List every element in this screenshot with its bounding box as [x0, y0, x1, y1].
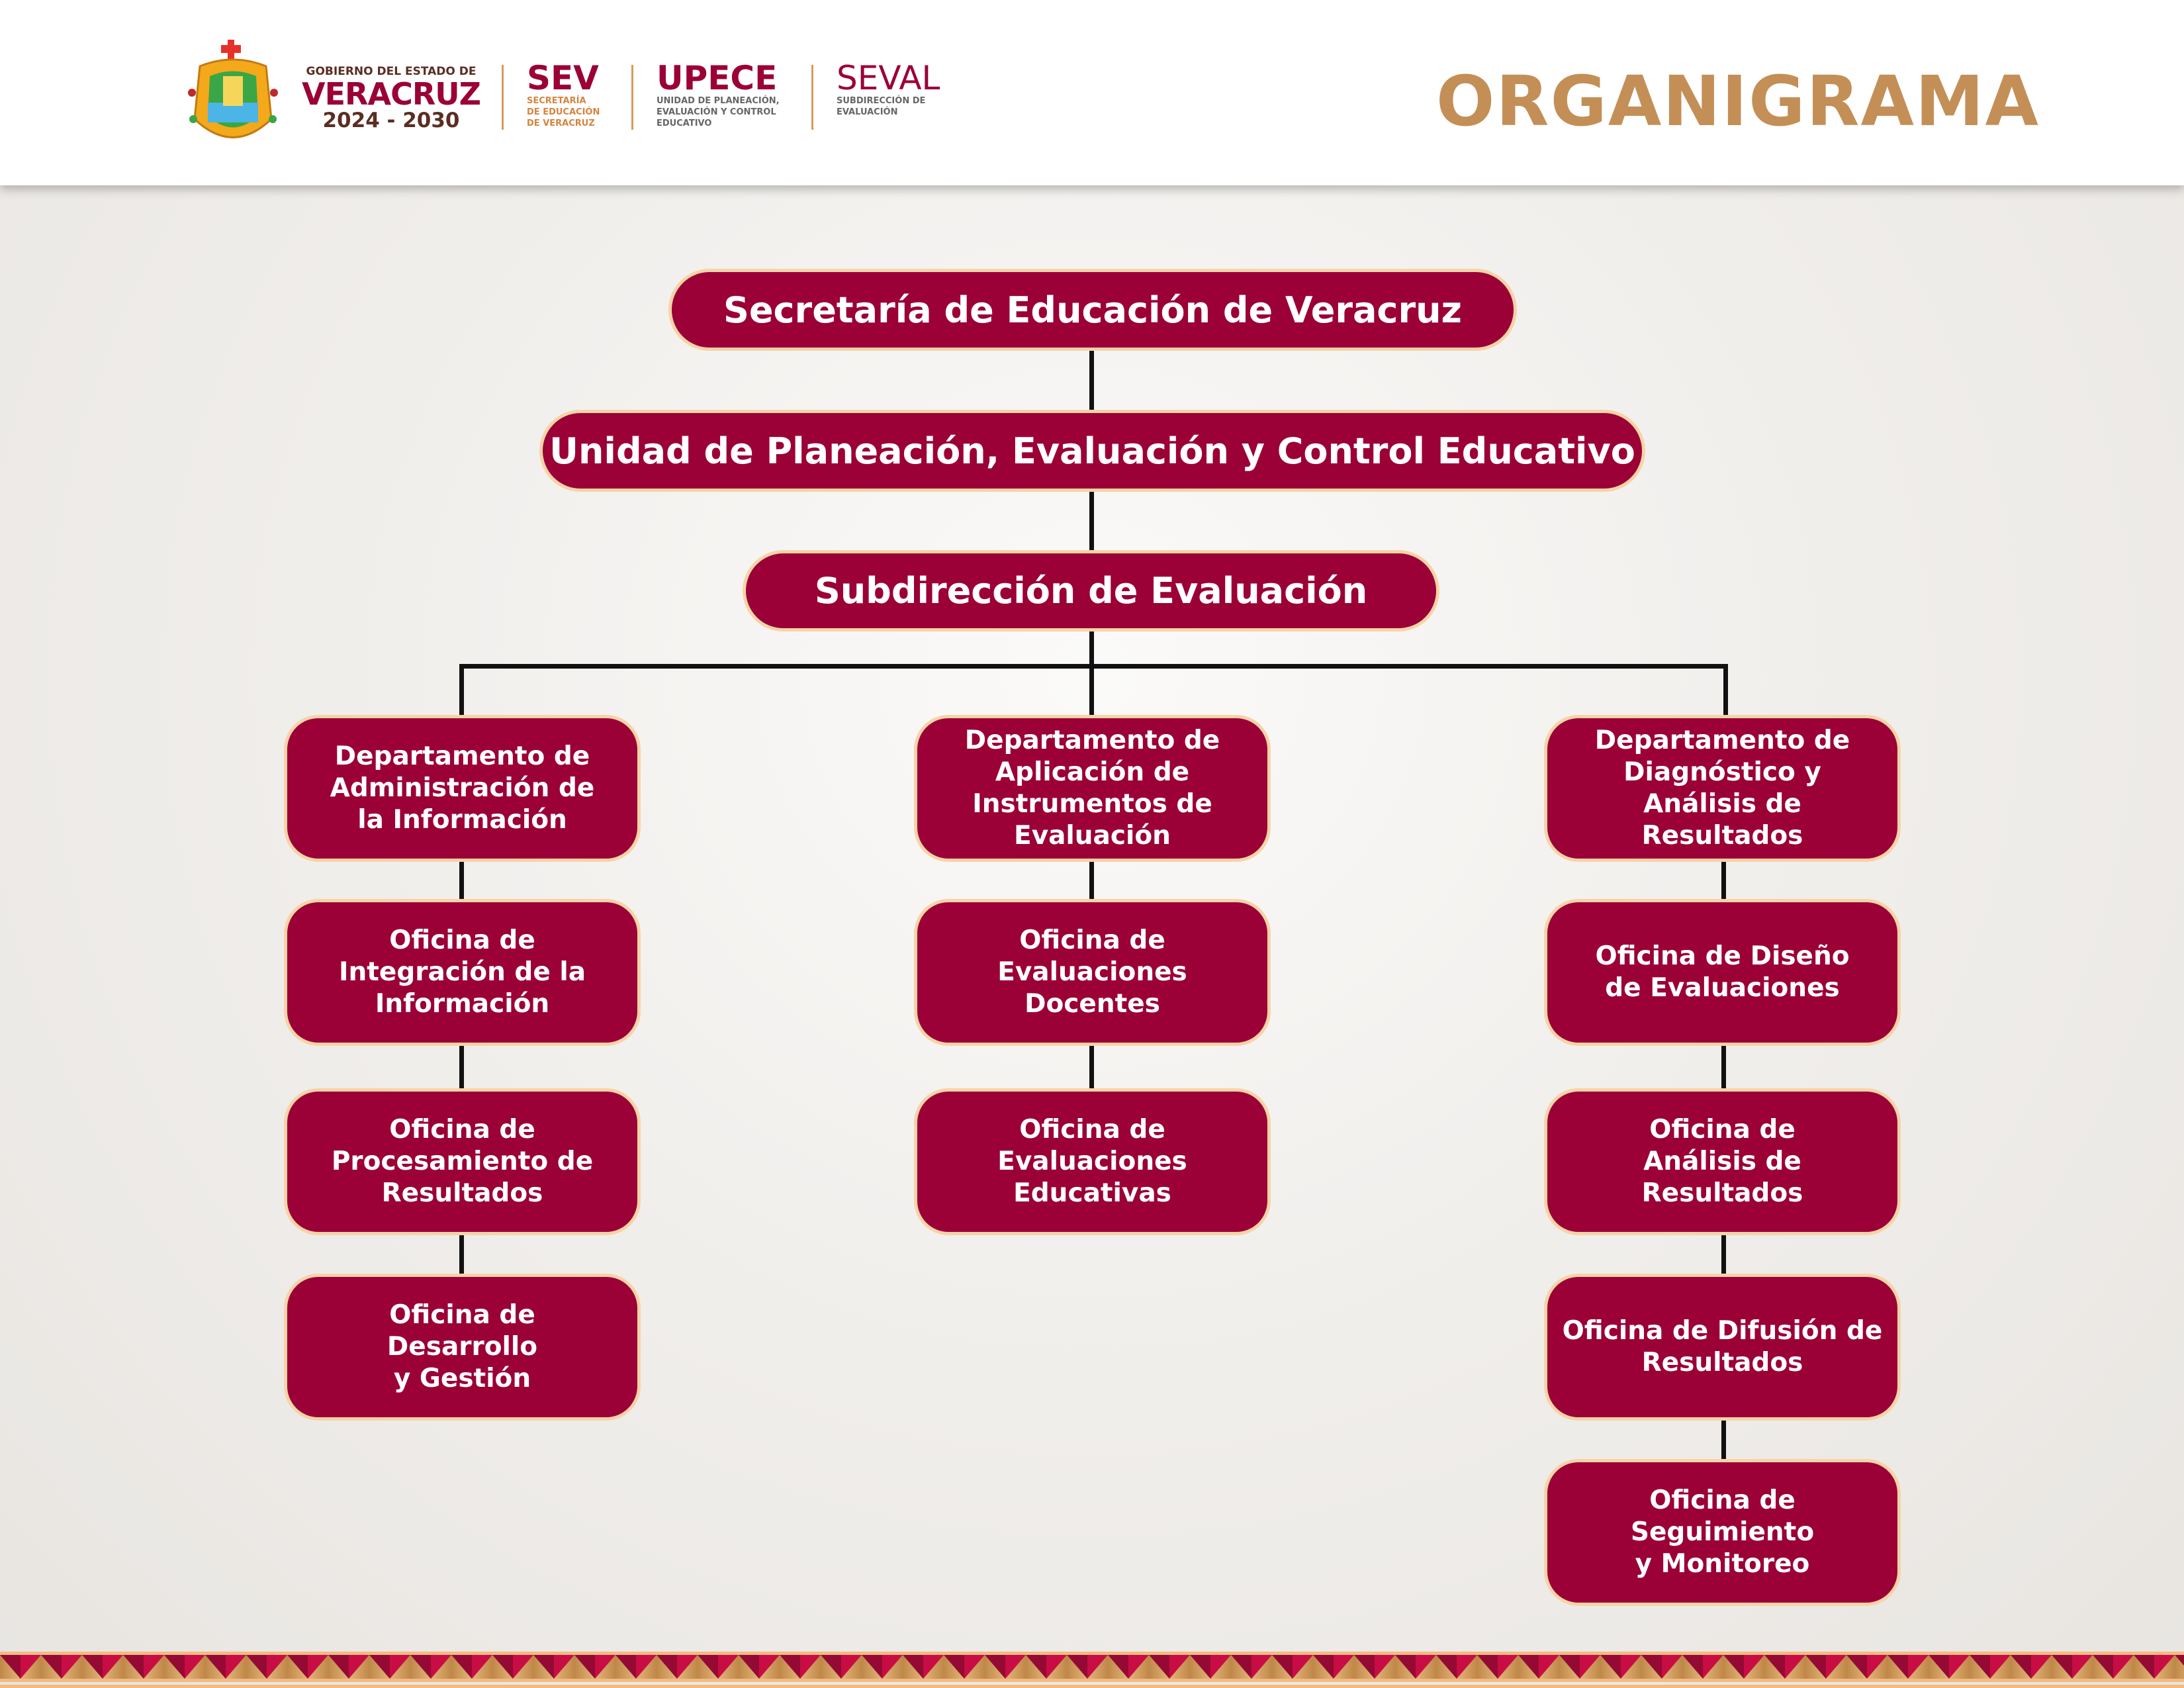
node-dept-aplicacion: Departamento de Aplicación de Instrument… — [914, 715, 1271, 862]
node-upece: Unidad de Planeación, Evaluación y Contr… — [539, 410, 1645, 492]
node-oficina-diseno: Oficina de Diseño de Evaluaciones — [1544, 899, 1901, 1046]
node-dept-administracion: Departamento de Administración de la Inf… — [284, 715, 641, 862]
government-label: GOBIERNO DEL ESTADO DE — [306, 65, 477, 78]
node-subdireccion: Subdirección de Evaluación — [743, 550, 1439, 632]
node-oficina-difusion: Oficina de Difusión de Resultados — [1544, 1274, 1901, 1421]
government-logo: GOBIERNO DEL ESTADO DE VERACRUZ 2024 - 2… — [301, 65, 481, 131]
upece-subtitle: UNIDAD DE PLANEACIÓN, EVALUACIÓN Y CONTR… — [657, 96, 780, 128]
state-name: VERACRUZ — [302, 76, 481, 112]
connector-line — [459, 664, 1728, 669]
page-title: ORGANIGRAMA — [1436, 61, 2040, 142]
seval-logo: SEVAL SUBDIRECCIÓN DE EVALUACIÓN — [837, 61, 940, 118]
veracruz-coat-of-arms-logo — [188, 40, 278, 138]
upece-logo: UPECE UNIDAD DE PLANEACIÓN, EVALUACIÓN Y… — [657, 61, 780, 129]
seval-subtitle: SUBDIRECCIÓN DE EVALUACIÓN — [837, 96, 926, 117]
connector-line — [1723, 664, 1728, 717]
node-oficina-analisis: Oficina de Análisis de Resultados — [1544, 1088, 1901, 1235]
connector-line — [459, 664, 464, 717]
node-oficina-docentes: Oficina de Evaluaciones Docentes — [914, 899, 1271, 1046]
node-dept-diagnostico: Departamento de Diagnóstico y Análisis d… — [1544, 715, 1901, 862]
connector-line — [1089, 351, 1094, 410]
node-oficina-seguimiento: Oficina de Seguimiento y Monitoreo — [1544, 1459, 1901, 1606]
header: GOBIERNO DEL ESTADO DE VERACRUZ 2024 - 2… — [0, 0, 2184, 185]
divider — [502, 65, 504, 130]
sev-title: SEV — [527, 59, 599, 97]
divider — [631, 65, 633, 130]
divider — [811, 65, 813, 130]
connector-line — [1089, 492, 1094, 551]
connector-line — [1089, 632, 1094, 718]
node-oficina-integracion: Oficina de Integración de la Información — [284, 899, 641, 1046]
decorative-border — [0, 1652, 2184, 1688]
period: 2024 - 2030 — [322, 109, 460, 132]
sev-subtitle: SECRETARÍA DE EDUCACIÓN DE VERACRUZ — [527, 96, 600, 128]
node-secretaria: Secretaría de Educación de Veracruz — [668, 269, 1517, 351]
seval-title: SEVAL — [837, 59, 940, 97]
upece-title: UPECE — [657, 59, 778, 97]
node-oficina-desarrollo: Oficina de Desarrollo y Gestión — [284, 1274, 641, 1421]
sev-logo: SEV SECRETARÍA DE EDUCACIÓN DE VERACRUZ — [527, 61, 600, 129]
node-oficina-educativas: Oficina de Evaluaciones Educativas — [914, 1088, 1271, 1235]
node-oficina-procesamiento: Oficina de Procesamiento de Resultados — [284, 1088, 641, 1235]
